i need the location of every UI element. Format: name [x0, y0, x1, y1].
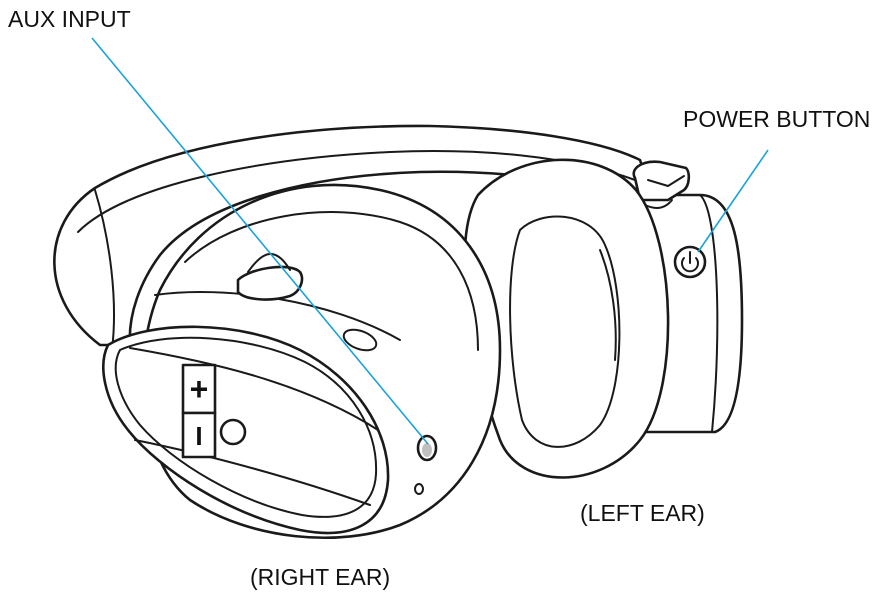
volume-up-button[interactable] — [181, 363, 217, 415]
volume-down-button[interactable] — [181, 411, 217, 459]
multifunction-button-icon[interactable] — [219, 418, 247, 446]
right-ear-cup — [102, 183, 502, 540]
aux-input-label: AUX INPUT — [8, 6, 131, 32]
power-icon — [681, 251, 699, 273]
volume-buttons: + I — [181, 363, 247, 459]
right-ear-label: (RIGHT EAR) — [250, 564, 390, 590]
mic-hole-icon — [414, 483, 424, 495]
left-ear-cup — [463, 158, 744, 479]
power-button[interactable] — [673, 245, 707, 279]
volume-up-symbol: + — [190, 371, 209, 407]
volume-down-symbol: I — [195, 421, 202, 451]
left-ear-label: (LEFT EAR) — [580, 500, 705, 526]
ports — [414, 434, 438, 495]
aux-input-leader-line — [91, 37, 429, 445]
power-button-label: POWER BUTTON — [683, 106, 870, 132]
power-button-leader-line — [697, 149, 769, 253]
